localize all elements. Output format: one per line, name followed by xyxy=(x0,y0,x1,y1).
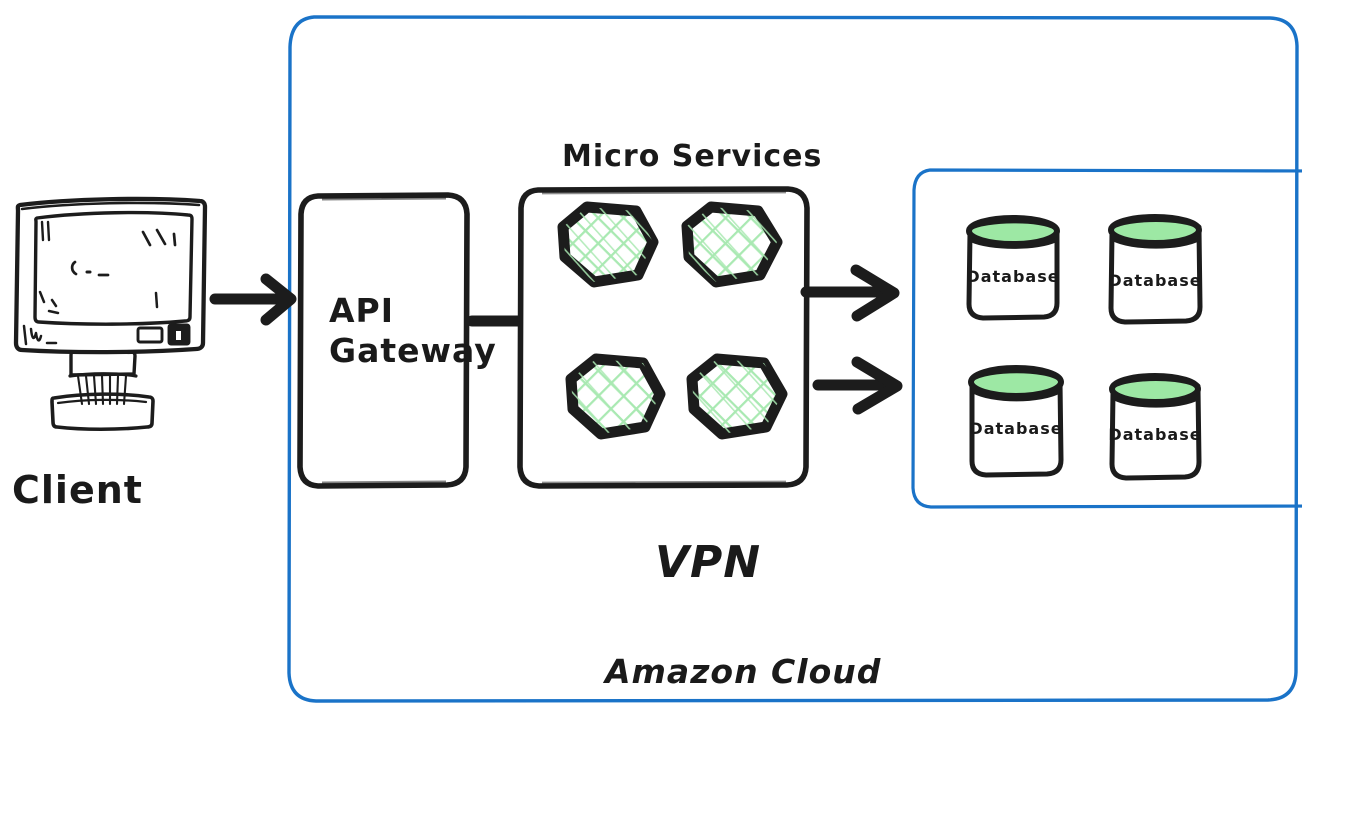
database-cylinder-1[interactable]: Database xyxy=(966,215,1060,321)
arrow-client-to-gateway xyxy=(209,273,297,326)
service-node-1[interactable] xyxy=(557,201,659,288)
api-gateway-label-line1: API xyxy=(329,291,394,330)
amazon-cloud-boundary xyxy=(287,15,1299,703)
service-node-4[interactable] xyxy=(686,353,788,440)
api-gateway-label-line2: Gateway xyxy=(329,331,497,370)
arrow-services-to-db-bottom xyxy=(812,356,903,415)
database-group-boundary xyxy=(911,168,1302,509)
database-label-4: Database xyxy=(1108,425,1201,444)
database-cylinder-2[interactable]: Database xyxy=(1108,214,1203,325)
service-node-2[interactable] xyxy=(681,201,783,288)
client-monitor-icon xyxy=(13,196,208,432)
amazon-cloud-label: Amazon Cloud xyxy=(602,652,881,691)
database-cylinder-3[interactable]: Database xyxy=(968,365,1064,478)
database-label-2: Database xyxy=(1108,271,1201,290)
micro-services-title: Micro Services xyxy=(562,139,822,174)
client-label: Client xyxy=(12,468,143,512)
api-gateway-box[interactable] xyxy=(297,192,470,489)
database-label-3: Database xyxy=(969,419,1062,438)
database-label-1: Database xyxy=(966,267,1059,286)
vpn-label: VPN xyxy=(655,537,761,588)
arrow-services-to-db-top xyxy=(800,264,900,322)
service-node-3[interactable] xyxy=(565,353,666,440)
database-cylinder-4[interactable]: Database xyxy=(1108,373,1202,481)
